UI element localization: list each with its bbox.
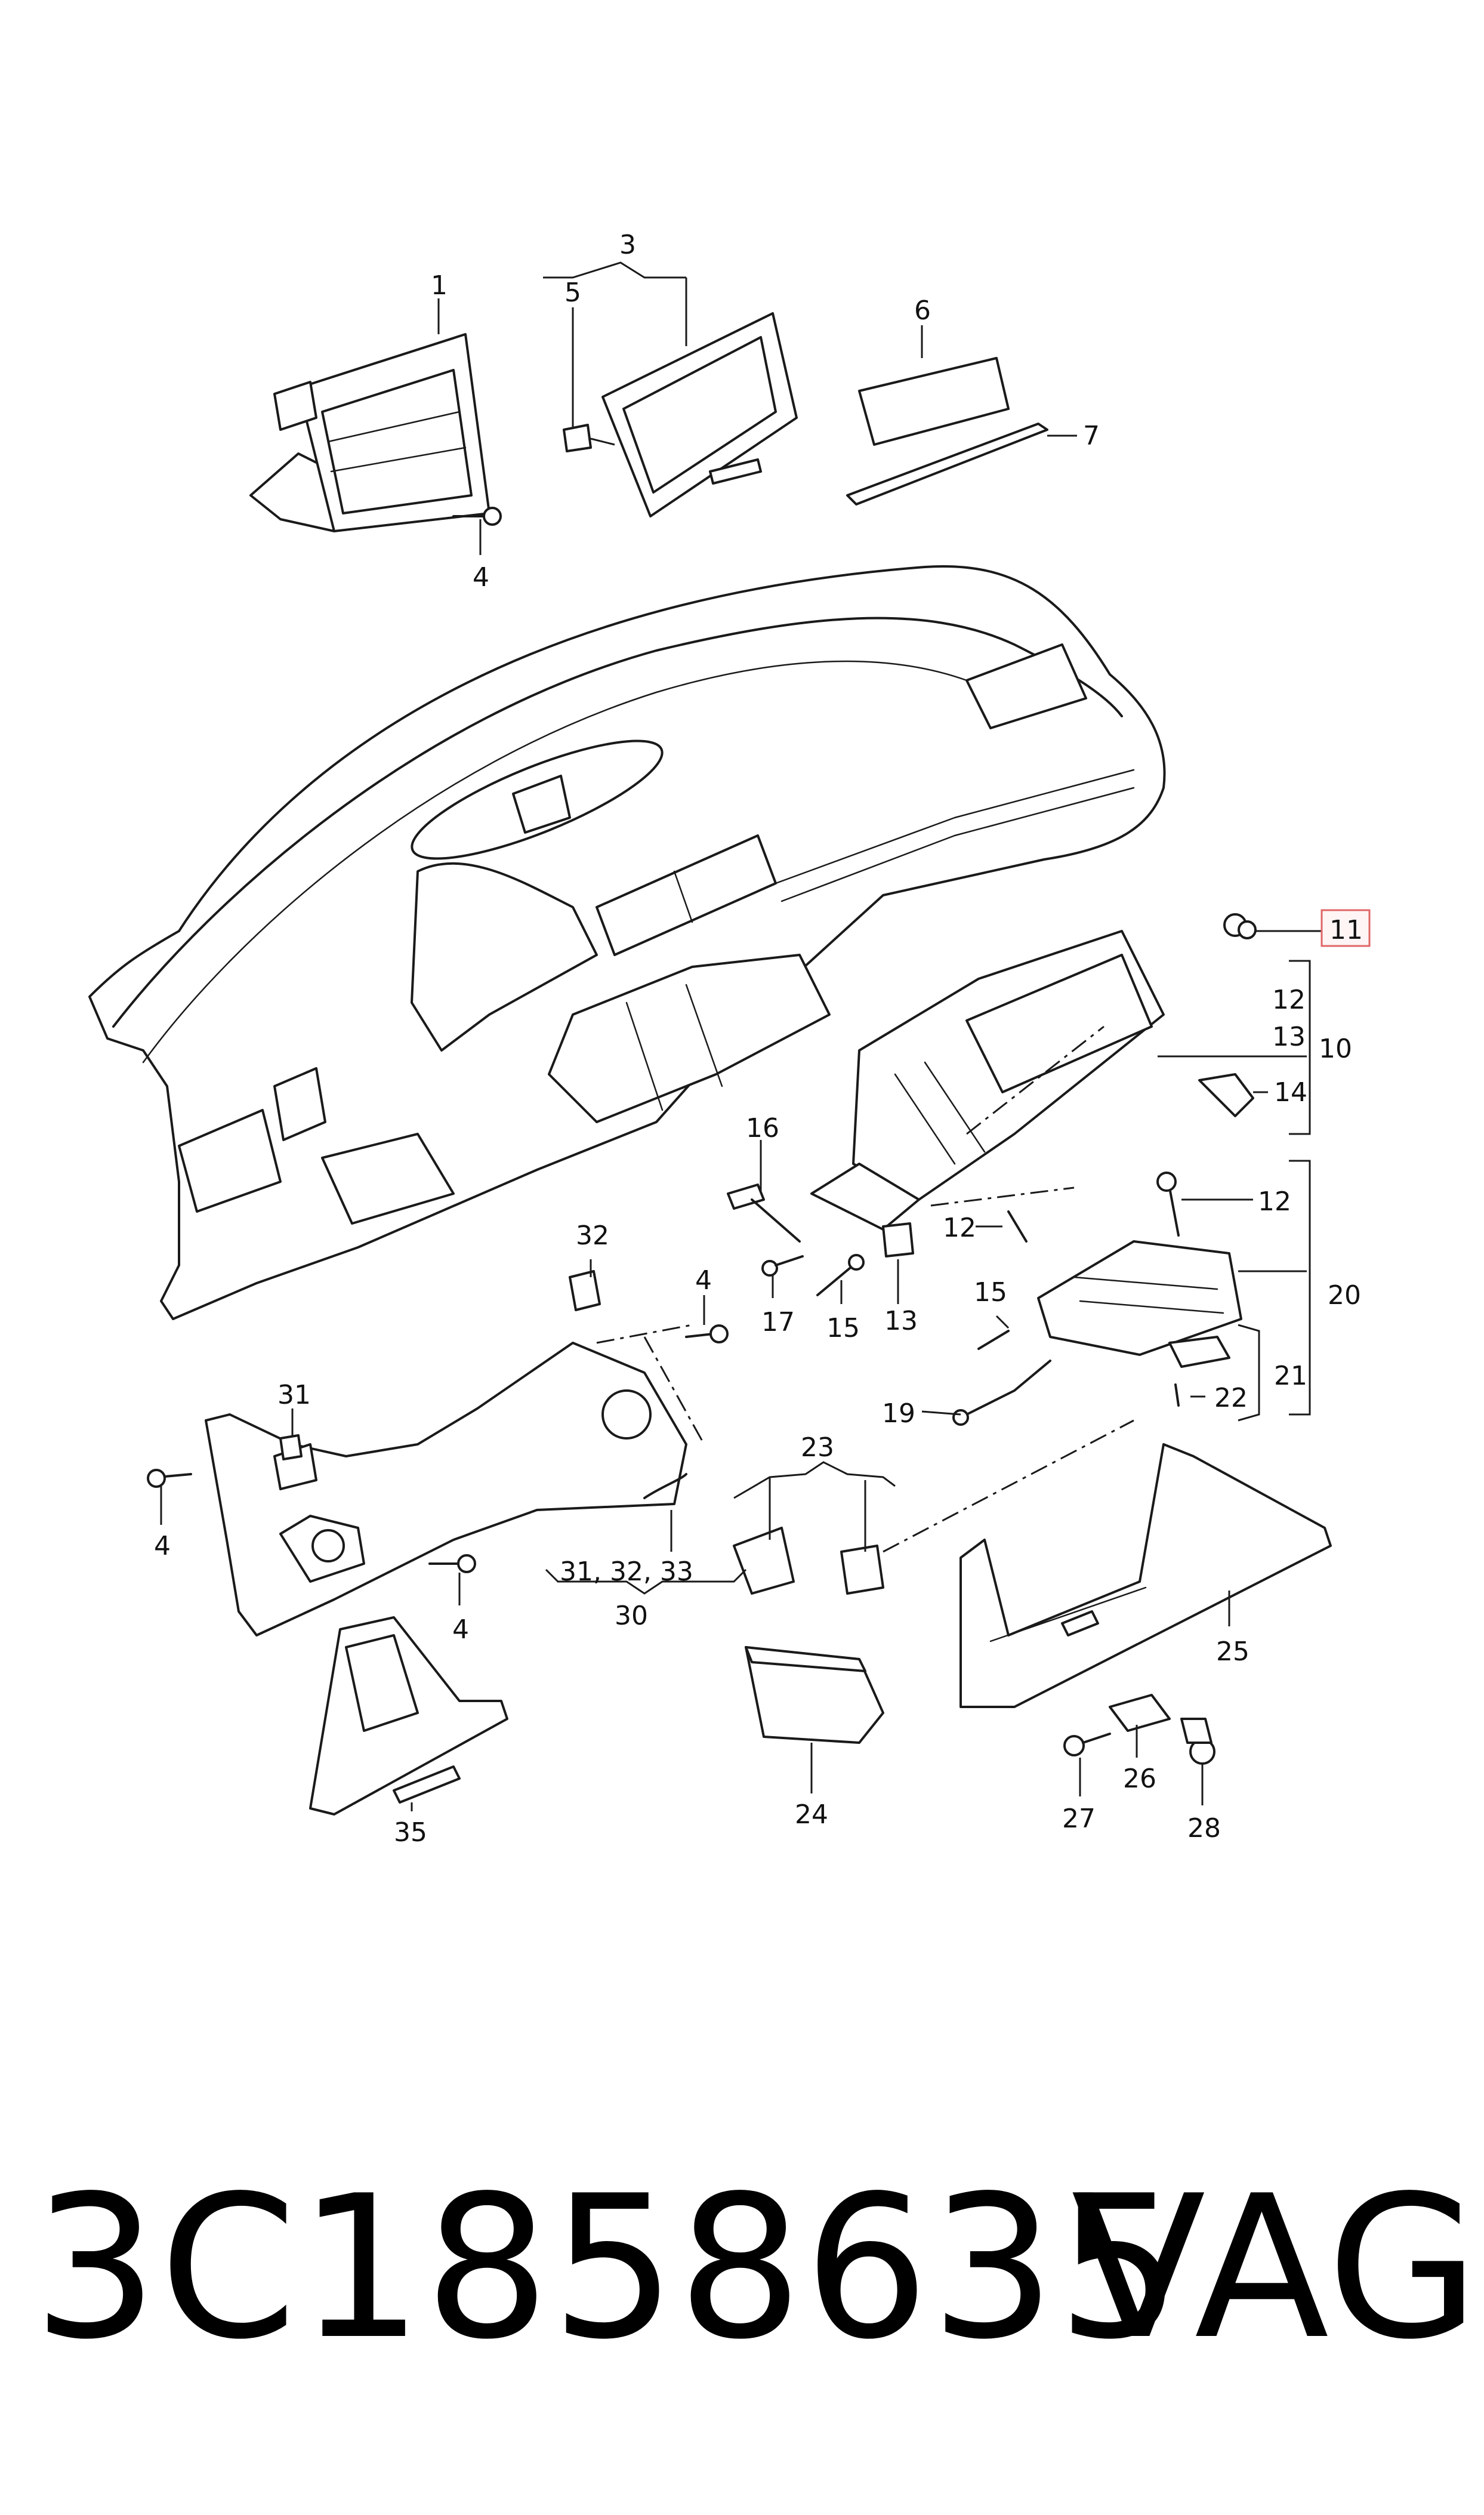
callout-labels: 1 3 5 6 7 4 11 12 13 10 14 12 12 16 17 1…	[154, 230, 1363, 1848]
part-15-pin	[816, 1254, 865, 1296]
part-33-cable	[643, 1473, 687, 1499]
callout-3: 3	[619, 230, 636, 260]
callout-12-a: 12	[1272, 985, 1306, 1015]
part-14-bracket	[1198, 1073, 1254, 1117]
part-23-inserts	[733, 1527, 884, 1595]
part-11-clip	[1223, 913, 1257, 939]
part-3-display-frame	[601, 312, 798, 517]
callout-27: 27	[1062, 1804, 1096, 1834]
callout-32: 32	[576, 1220, 609, 1251]
glovebox-carrier	[810, 930, 1165, 1231]
part-22-screw	[1168, 1336, 1230, 1407]
callout-31: 31	[277, 1380, 311, 1410]
leader-lines	[160, 261, 1325, 1811]
callout-5: 5	[564, 278, 581, 308]
part-7-gasket	[846, 423, 1048, 506]
part-24-box	[745, 1646, 884, 1744]
part-15b-bolt	[977, 1330, 1010, 1350]
part-20-storage	[1037, 1172, 1242, 1356]
part-19-cable	[952, 1360, 1051, 1426]
part-31-clip	[279, 1434, 303, 1460]
part-32-clip	[569, 1270, 601, 1311]
callout-7: 7	[1083, 421, 1100, 451]
part-26-latch	[1109, 1694, 1171, 1732]
callout-13-a: 13	[1272, 1022, 1306, 1052]
callout-15-a: 15	[826, 1313, 860, 1343]
callout-20: 20	[1328, 1280, 1361, 1311]
callout-13-b: 13	[884, 1306, 918, 1336]
part-5-clip	[563, 424, 615, 452]
callout-12-b: 12	[943, 1213, 976, 1243]
callout-23: 23	[801, 1432, 834, 1463]
part-17-bolt	[761, 1255, 804, 1277]
callout-15-b: 15	[974, 1277, 1007, 1308]
callout-4-top: 4	[473, 562, 489, 593]
callout-25: 25	[1216, 1636, 1249, 1667]
part-number-label: 3C1858635	[33, 2153, 1184, 2383]
callout-11: 11	[1329, 915, 1363, 945]
part-12-pin	[1007, 1210, 1028, 1243]
callout-1: 1	[431, 270, 448, 301]
dashboard-main	[88, 565, 1166, 1320]
callout-30: 30	[615, 1601, 648, 1631]
callout-10: 10	[1319, 1034, 1352, 1064]
highlight-box-11	[1321, 909, 1371, 947]
callout-17: 17	[761, 1307, 795, 1337]
callout-35: 35	[394, 1817, 427, 1848]
callout-4-left: 4	[154, 1531, 171, 1561]
part-4-screws	[147, 507, 729, 1573]
part-16-handle	[727, 1183, 801, 1243]
callout-16: 16	[746, 1113, 779, 1144]
assembly-lines	[596, 1025, 1134, 1553]
brand-label: VAG	[1071, 2153, 1481, 2383]
callout-22: 22	[1214, 1383, 1248, 1413]
callout-21: 21	[1274, 1361, 1307, 1391]
part-27-screw	[1063, 1733, 1111, 1756]
callout-14: 14	[1274, 1077, 1307, 1108]
callout-4-mid: 4	[695, 1265, 712, 1296]
part-25-glovebox-lid	[959, 1443, 1332, 1708]
callout-4-lower: 4	[452, 1614, 469, 1645]
part-6-cover	[858, 357, 1010, 446]
callout-26: 26	[1123, 1764, 1156, 1794]
part-35-compartment	[309, 1616, 508, 1816]
part-1-center-frame	[249, 333, 490, 532]
part-28-bulb	[1180, 1718, 1215, 1765]
part-13-clip	[882, 1222, 914, 1258]
callout-31-32-33: 31, 32, 33	[560, 1557, 693, 1587]
callout-28: 28	[1187, 1813, 1221, 1844]
callout-6: 6	[914, 295, 931, 326]
callout-24: 24	[795, 1799, 828, 1830]
callout-19: 19	[882, 1398, 915, 1429]
callout-12-c: 12	[1258, 1186, 1291, 1217]
